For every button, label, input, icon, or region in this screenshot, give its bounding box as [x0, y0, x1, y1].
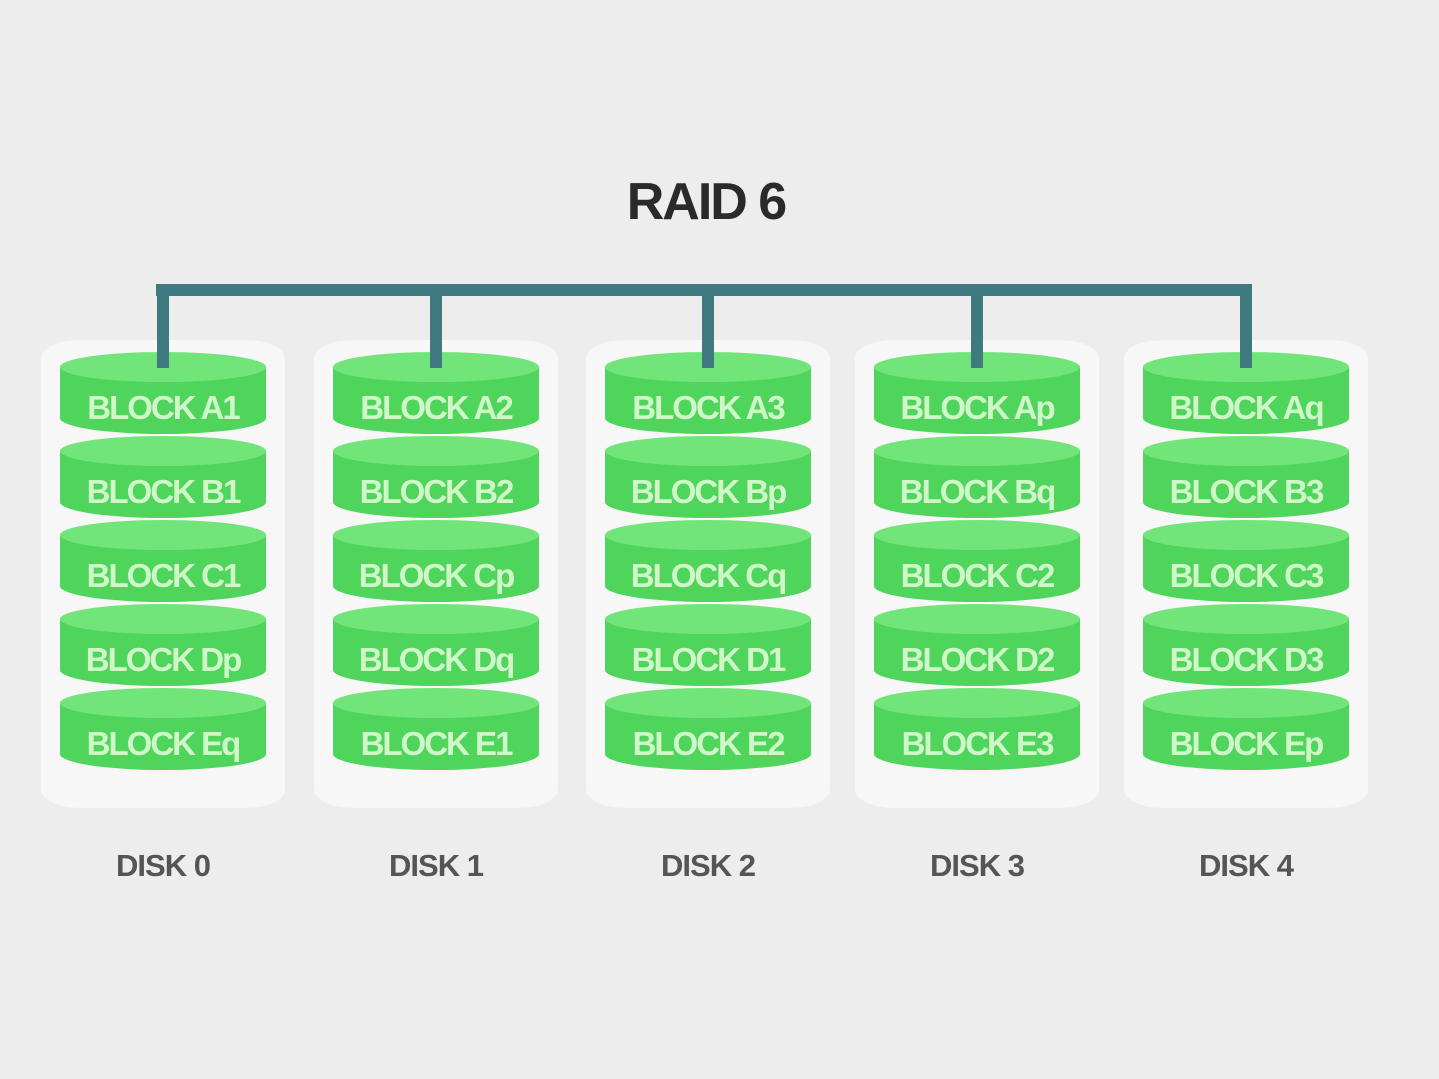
block-top [605, 688, 811, 718]
block-label: BLOCK Dq [358, 641, 515, 678]
block-top [874, 604, 1080, 634]
block-top [60, 604, 266, 634]
block: BLOCK Cp [333, 520, 539, 604]
block-label: BLOCK E3 [901, 725, 1055, 762]
block-label: BLOCK E2 [632, 725, 786, 762]
block-top [333, 604, 539, 634]
block-top [1143, 688, 1349, 718]
block-label: BLOCK B1 [86, 473, 242, 510]
block: BLOCK Eq [60, 688, 266, 772]
block: BLOCK Cq [605, 520, 811, 604]
disk-label: DISK 0 [116, 848, 211, 883]
block-label: BLOCK A2 [360, 389, 513, 426]
block: BLOCK E1 [333, 688, 539, 772]
disk-stack: BLOCK Aq BLOCK B3 BLOCK C3 BLOCK D3 BLOCK Ep [1143, 352, 1349, 772]
block-top [1143, 436, 1349, 466]
block-label: BLOCK Bq [899, 473, 1056, 510]
block-top [1143, 520, 1349, 550]
disk-stack: BLOCK A2 BLOCK B2 BLOCK Cp BLOCK Dq BLOCK E1 [333, 352, 539, 772]
disk-label: DISK 1 [389, 848, 484, 883]
block-label: BLOCK Dp [85, 641, 242, 678]
disk-label: DISK 3 [930, 848, 1025, 883]
block: BLOCK C2 [874, 520, 1080, 604]
diagram-title: RAID 6 [626, 173, 787, 231]
block: BLOCK B3 [1143, 436, 1349, 520]
block-top [605, 436, 811, 466]
block: BLOCK B2 [333, 436, 539, 520]
block-label: BLOCK Ep [1169, 725, 1325, 762]
block-label: BLOCK Eq [86, 725, 242, 762]
block-top [874, 436, 1080, 466]
block-label: BLOCK C2 [900, 557, 1056, 594]
bus-connector [971, 284, 983, 368]
block-top [605, 604, 811, 634]
bus-connector [702, 284, 714, 368]
block: BLOCK Dq [333, 604, 539, 688]
block: BLOCK C1 [60, 520, 266, 604]
block-label: BLOCK D2 [900, 641, 1056, 678]
block: BLOCK C3 [1143, 520, 1349, 604]
disk-stack: BLOCK Ap BLOCK Bq BLOCK C2 BLOCK D2 BLOCK E3 [874, 352, 1080, 772]
block-label: BLOCK B2 [359, 473, 515, 510]
block-label: BLOCK B3 [1169, 473, 1325, 510]
block: BLOCK A2 [333, 352, 539, 436]
block: BLOCK Dp [60, 604, 266, 688]
block-label: BLOCK Bp [630, 473, 787, 510]
block-top [874, 520, 1080, 550]
block-label: BLOCK C3 [1169, 557, 1325, 594]
block-label: BLOCK D3 [1169, 641, 1325, 678]
disk-label: DISK 2 [661, 848, 756, 883]
block: BLOCK E2 [605, 688, 811, 772]
block: BLOCK A3 [605, 352, 811, 436]
block-label: BLOCK A3 [632, 389, 785, 426]
block-top [605, 520, 811, 550]
block: BLOCK Ep [1143, 688, 1349, 772]
block-label: BLOCK C1 [86, 557, 242, 594]
bus-connector [157, 284, 169, 368]
block-label: BLOCK D1 [631, 641, 787, 678]
block: BLOCK B1 [60, 436, 266, 520]
bus-connector [1240, 284, 1252, 368]
block: BLOCK D3 [1143, 604, 1349, 688]
block-top [60, 436, 266, 466]
block-top [60, 520, 266, 550]
block-top [60, 688, 266, 718]
disk-stack: BLOCK A3 BLOCK Bp BLOCK Cq BLOCK D1 BLOCK E2 [605, 352, 811, 772]
block-top [1143, 604, 1349, 634]
block-top [874, 688, 1080, 718]
block: BLOCK Ap [874, 352, 1080, 436]
block-top [333, 520, 539, 550]
block: BLOCK D1 [605, 604, 811, 688]
disk-label: DISK 4 [1199, 848, 1294, 883]
disk-stack: BLOCK A1 BLOCK B1 BLOCK C1 BLOCK Dp BLOCK Eq [60, 352, 266, 772]
block: BLOCK Bq [874, 436, 1080, 520]
block: BLOCK D2 [874, 604, 1080, 688]
block-label: BLOCK E1 [360, 725, 514, 762]
block-label: BLOCK A1 [87, 389, 240, 426]
block-top [333, 436, 539, 466]
block-label: BLOCK Aq [1169, 389, 1324, 426]
bus-connector [430, 284, 442, 368]
block: BLOCK Bp [605, 436, 811, 520]
block-label: BLOCK Ap [900, 389, 1055, 426]
block: BLOCK A1 [60, 352, 266, 436]
block-label: BLOCK Cq [630, 557, 787, 594]
block: BLOCK E3 [874, 688, 1080, 772]
block-label: BLOCK Cp [358, 557, 515, 594]
block-top [333, 688, 539, 718]
